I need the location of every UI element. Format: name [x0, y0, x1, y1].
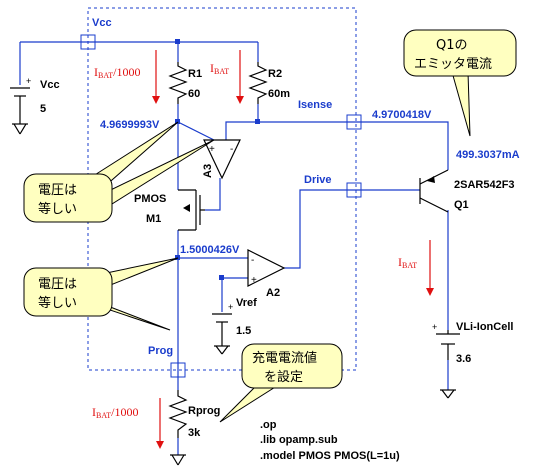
- junction-dots: [175, 39, 260, 280]
- q1-name: Q1: [454, 199, 469, 211]
- r2-value: 60m: [268, 88, 290, 100]
- node-vcc: Vcc: [92, 17, 112, 29]
- node-drive: Drive: [304, 174, 332, 186]
- vref-name: Vref: [236, 297, 257, 309]
- svg-text:-: -: [251, 255, 254, 266]
- vcc-source-name: Vcc: [40, 79, 60, 91]
- callout-equal-voltage-2: [23, 257, 179, 331]
- vref-source-symbol: +: [212, 302, 233, 355]
- callout-1-line2: 等しい: [38, 201, 77, 217]
- callout-q1-emitter: [403, 29, 517, 137]
- pmos-m1-symbol: [178, 189, 205, 231]
- voltage-prog: 1.5000426V: [180, 244, 240, 256]
- node-prog: Prog: [148, 345, 173, 357]
- svg-text:+: +: [26, 76, 31, 86]
- battery-value: 3.6: [456, 353, 471, 365]
- callout-1-line1: 電圧は: [38, 183, 77, 198]
- svg-text:+: +: [228, 302, 233, 312]
- a2-opamp-symbol: - +: [247, 249, 286, 287]
- svg-text:+: +: [432, 322, 437, 332]
- r1-symbol: [168, 62, 188, 104]
- pmos-type: PMOS: [134, 193, 166, 205]
- ibat-1000-bottom: IBAT/1000: [92, 405, 138, 420]
- callout-3-line1: Q1の: [436, 38, 468, 53]
- current-arrows: [152, 50, 434, 449]
- callout-charge-current: [219, 343, 343, 423]
- ibat-1000-top: IBAT/1000: [94, 65, 140, 80]
- voltage-isense: 4.9700418V: [372, 109, 432, 121]
- spice-lib: .lib opamp.sub: [260, 434, 338, 446]
- r1-name: R1: [188, 68, 202, 80]
- q1-part: 2SAR542F3: [454, 179, 515, 191]
- battery-symbol: +: [432, 322, 460, 399]
- rprog-name: Rprog: [188, 405, 220, 417]
- battery-name: VLi-IonCell: [456, 321, 513, 333]
- ground-vcc: [12, 123, 28, 135]
- callout-4-line2: を設定: [264, 369, 303, 385]
- r2-symbol: [248, 62, 268, 104]
- callout-2-line1: 電圧は: [38, 277, 77, 292]
- vref-value: 1.5: [236, 325, 251, 337]
- voltage-r1-bottom: 4.9699993V: [100, 119, 160, 131]
- callout-4-line1: 充電電流値: [252, 350, 317, 366]
- callout-3-line2: エミッタ電流: [414, 57, 492, 72]
- vcc-source-value: 5: [40, 103, 46, 115]
- r1-value: 60: [188, 88, 200, 100]
- vcc-source-symbol: +: [10, 76, 31, 124]
- ground-rprog: [170, 454, 186, 466]
- ic-boundary: [87, 7, 357, 371]
- pmos-name: M1: [146, 213, 161, 225]
- spice-model: .model PMOS PMOS(L=1u): [260, 450, 400, 462]
- a3-name: A3: [202, 164, 214, 178]
- callout-equal-voltage-1: [23, 121, 215, 223]
- rprog-value: 3k: [188, 427, 201, 439]
- r2-name: R2: [268, 68, 282, 80]
- a3-opamp-symbol: + -: [203, 139, 241, 180]
- ibat-top: IBAT: [210, 61, 229, 76]
- port-markers: [80, 34, 362, 378]
- a2-name: A2: [266, 287, 280, 299]
- svg-text:+: +: [209, 144, 215, 155]
- ibat-right: IBAT: [398, 255, 417, 270]
- current-emitter: 499.3037mA: [456, 149, 520, 161]
- callout-2-line2: 等しい: [38, 295, 77, 311]
- node-isense: Isense: [298, 99, 332, 111]
- wires: [19, 41, 449, 455]
- rprog-symbol: [168, 390, 188, 438]
- q1-transistor-symbol: [419, 169, 449, 213]
- svg-text:-: -: [230, 144, 233, 155]
- svg-text:+: +: [251, 275, 257, 286]
- spice-op: .op: [260, 419, 277, 431]
